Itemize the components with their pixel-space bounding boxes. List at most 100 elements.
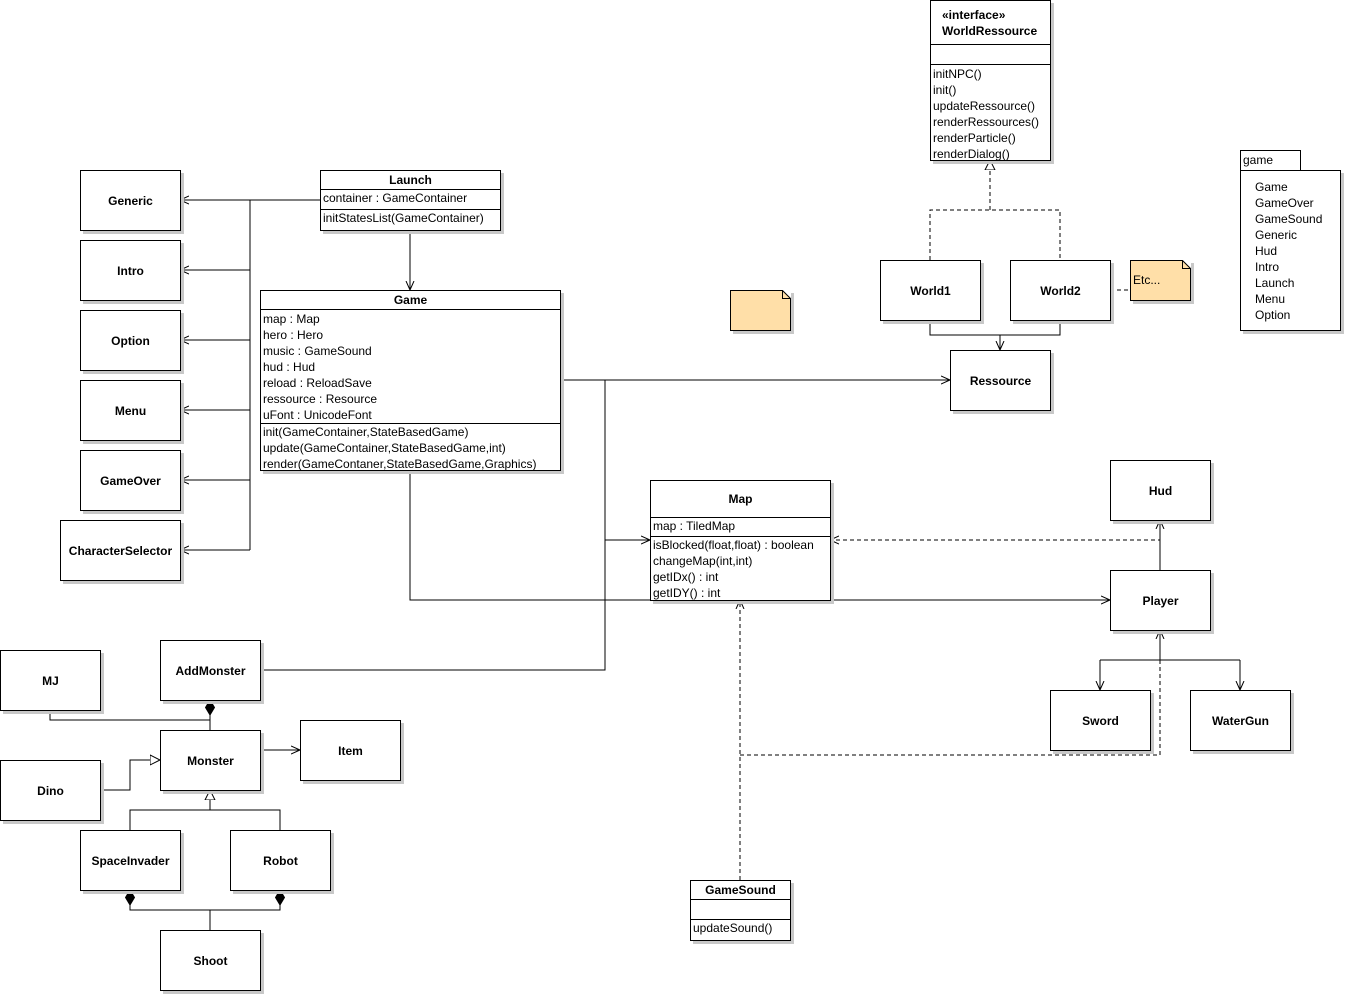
attribute: reload : ReloadSave — [263, 376, 372, 390]
item-class[interactable]: Item — [300, 720, 401, 781]
package-name: game — [1243, 153, 1274, 167]
package-item: Game — [1255, 180, 1288, 194]
class-name: World1 — [910, 283, 951, 298]
gamesound-attributes — [691, 900, 790, 920]
attribute: hud : Hud — [263, 360, 316, 374]
class-name: MJ — [42, 673, 59, 688]
class-name: GameOver — [100, 473, 161, 488]
gamesound-methods: updateSound() — [691, 920, 790, 936]
game-attributes: map : Map hero : Hero music : GameSound … — [261, 310, 560, 424]
class-name: Hud — [1148, 483, 1173, 498]
class-name: Shoot — [193, 953, 228, 968]
worldressource-interface[interactable]: «interface» WorldRessource initNPC() ini… — [930, 0, 1051, 161]
class-name: World2 — [1040, 283, 1081, 298]
method: isBlocked(float,float) : boolean — [653, 538, 814, 552]
class-name: Ressource — [969, 373, 1032, 388]
package-item: Menu — [1255, 292, 1286, 306]
interface-methods: initNPC() init() updateRessource() rende… — [931, 65, 1050, 162]
method: changeMap(int,int) — [653, 554, 753, 568]
map-attributes: map : TiledMap — [651, 518, 830, 537]
characterselector-class[interactable]: CharacterSelector — [60, 520, 181, 581]
class-name: Dino — [37, 783, 64, 798]
option-class[interactable]: Option — [80, 310, 181, 371]
addmonster-class[interactable]: AddMonster — [160, 640, 261, 701]
class-name: Launch — [321, 171, 500, 190]
watergun-class[interactable]: WaterGun — [1190, 690, 1291, 751]
class-name: WaterGun — [1212, 713, 1269, 728]
map-class[interactable]: Map map : TiledMap isBlocked(float,float… — [650, 480, 831, 601]
class-name: Item — [338, 743, 363, 758]
class-name: CharacterSelector — [68, 543, 173, 558]
world1-class[interactable]: World1 — [880, 260, 981, 321]
interface-stereotype: «interface» — [942, 8, 1006, 22]
class-name: Game — [261, 291, 560, 310]
method: render(GameContaner,StateBasedGame,Graph… — [263, 457, 537, 471]
attribute: music : GameSound — [263, 344, 372, 358]
interface-attributes — [931, 45, 1050, 65]
note-text: Etc... — [1133, 273, 1161, 287]
package-item: Intro — [1255, 260, 1280, 274]
package-item: GameOver — [1255, 196, 1314, 210]
note-shape — [1130, 260, 1191, 301]
map-methods: isBlocked(float,float) : boolean changeM… — [651, 537, 830, 601]
hud-class[interactable]: Hud — [1110, 460, 1211, 521]
method: init(GameContainer,StateBasedGame) — [263, 425, 469, 439]
method: init() — [933, 83, 957, 97]
package-body[interactable]: Game GameOver GameSound Generic Hud Intr… — [1240, 170, 1341, 331]
gameover-class[interactable]: GameOver — [80, 450, 181, 511]
interface-name: WorldRessource — [942, 24, 1038, 38]
class-name: Monster — [187, 753, 234, 768]
method: getIDx() : int — [653, 570, 719, 584]
dino-class[interactable]: Dino — [0, 760, 101, 821]
sword-class[interactable]: Sword — [1050, 690, 1151, 751]
class-name: SpaceInvader — [91, 853, 170, 868]
launch-attributes: container : GameContainer — [321, 190, 500, 210]
empty-note[interactable] — [730, 290, 791, 331]
method: updateSound() — [693, 921, 773, 935]
attribute: map : TiledMap — [653, 519, 736, 533]
robot-class[interactable]: Robot — [230, 830, 331, 891]
game-class[interactable]: Game map : Map hero : Hero music : GameS… — [260, 290, 561, 471]
attribute: container : GameContainer — [323, 191, 468, 205]
class-name: Generic — [108, 193, 153, 208]
monster-class[interactable]: Monster — [160, 730, 261, 791]
generic-class[interactable]: Generic — [80, 170, 181, 231]
launch-class[interactable]: Launch container : GameContainer initSta… — [320, 170, 501, 231]
intro-class[interactable]: Intro — [80, 240, 181, 301]
package-tab[interactable]: game — [1240, 150, 1301, 171]
attribute: hero : Hero — [263, 328, 324, 342]
gamesound-class[interactable]: GameSound updateSound() — [690, 880, 791, 941]
package-item: Option — [1255, 308, 1291, 322]
shoot-class[interactable]: Shoot — [160, 930, 261, 991]
method: getIDY() : int — [653, 586, 721, 600]
etc-note[interactable]: Etc... — [1130, 260, 1191, 301]
mj-class[interactable]: MJ — [0, 650, 101, 711]
launch-methods: initStatesList(GameContainer) — [321, 210, 500, 226]
method: initStatesList(GameContainer) — [323, 211, 484, 225]
class-name: Player — [1142, 593, 1179, 608]
class-name: GameSound — [691, 881, 790, 900]
method: renderDialog() — [933, 147, 1010, 161]
package-item: GameSound — [1255, 212, 1323, 226]
attribute: ressource : Resource — [263, 392, 378, 406]
world2-class[interactable]: World2 — [1010, 260, 1111, 321]
class-name: AddMonster — [175, 663, 246, 678]
method: initNPC() — [933, 67, 982, 81]
game-methods: init(GameContainer,StateBasedGame) updat… — [261, 424, 560, 472]
spaceinvader-class[interactable]: SpaceInvader — [80, 830, 181, 891]
class-name: Menu — [114, 403, 147, 418]
package-item: Generic — [1255, 228, 1298, 242]
method: renderParticle() — [933, 131, 1016, 145]
player-class[interactable]: Player — [1110, 570, 1211, 631]
class-name: Option — [111, 333, 150, 348]
menu-class[interactable]: Menu — [80, 380, 181, 441]
note-shape — [730, 290, 791, 331]
class-name: Map — [651, 481, 830, 518]
ressource-class[interactable]: Ressource — [950, 350, 1051, 411]
method: update(GameContainer,StateBasedGame,int) — [263, 441, 506, 455]
package-item: Hud — [1255, 244, 1278, 258]
class-name: Robot — [263, 853, 298, 868]
class-name: Sword — [1082, 713, 1119, 728]
attribute: map : Map — [263, 312, 320, 326]
